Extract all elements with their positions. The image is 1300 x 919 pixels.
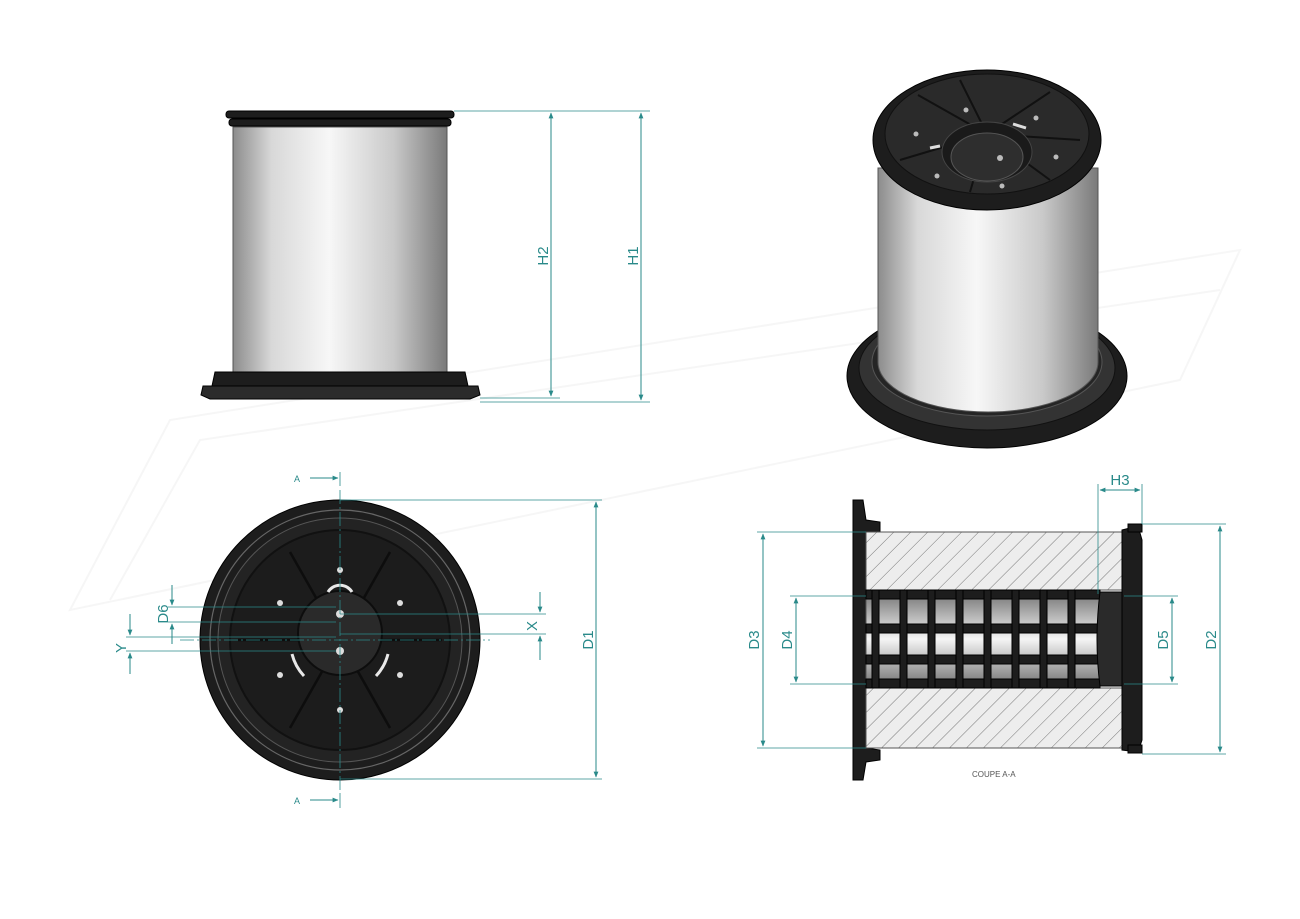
bottom-flange-rim [200, 385, 481, 400]
h3-label: H3 [1110, 472, 1129, 489]
section-media-bottom [865, 687, 1123, 749]
isometric-view [846, 69, 1128, 449]
top-seal-ring [225, 110, 455, 119]
h1-label: H1 [625, 246, 642, 265]
bottom-flange [211, 371, 469, 387]
iso-filter-media [877, 167, 1099, 413]
section-view: COUPE A-A H3 D3 D4 D5 D2 [746, 472, 1226, 781]
d2-label: D2 [1203, 630, 1220, 649]
d3-label: D3 [746, 630, 763, 649]
x-label: X [524, 621, 541, 631]
section-marker-bottom: A [294, 796, 300, 806]
d1-label: D1 [580, 630, 597, 649]
d5-label: D5 [1155, 630, 1172, 649]
d4-label: D4 [779, 630, 796, 649]
end-view: A A D1 X D6 Y [113, 472, 602, 808]
d6-label: D6 [155, 604, 172, 623]
y-label: Y [113, 643, 130, 653]
section-caption: COUPE A-A [972, 770, 1016, 779]
section-marker-top: A [294, 474, 300, 484]
front-view: H2 H1 [200, 110, 650, 403]
top-seal-ring-2 [228, 118, 452, 127]
h2-label: H2 [535, 246, 552, 265]
section-media-top [865, 531, 1123, 591]
filter-media-cylinder [232, 126, 448, 373]
section-right-cap [1121, 525, 1143, 753]
